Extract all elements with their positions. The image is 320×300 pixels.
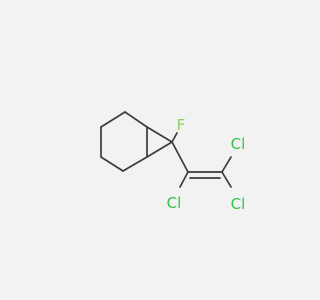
bond-c-cl-top (221, 156, 232, 173)
bond-ring-5 (122, 156, 148, 172)
atom-f-label: F (177, 116, 186, 134)
bond-c-f (171, 132, 178, 143)
bond-c7-vinyl (171, 141, 189, 173)
bond-ring-1 (124, 111, 148, 128)
atom-cl-label: Cl (231, 135, 246, 153)
bond-cyclopropane-top (146, 126, 173, 143)
molecule-canvas: F Cl Cl Cl (100, 111, 246, 213)
bond-cyclopropane-bottom (146, 141, 173, 158)
bond-ring-4 (100, 156, 124, 172)
atom-cl-label: Cl (231, 195, 246, 213)
molecule-structure: F Cl Cl Cl (100, 111, 246, 213)
bond-c-cl-right (221, 171, 232, 188)
atom-cl-label: Cl (167, 194, 182, 212)
bond-c-cl-left (179, 171, 189, 188)
bond-ring-2 (100, 111, 126, 128)
